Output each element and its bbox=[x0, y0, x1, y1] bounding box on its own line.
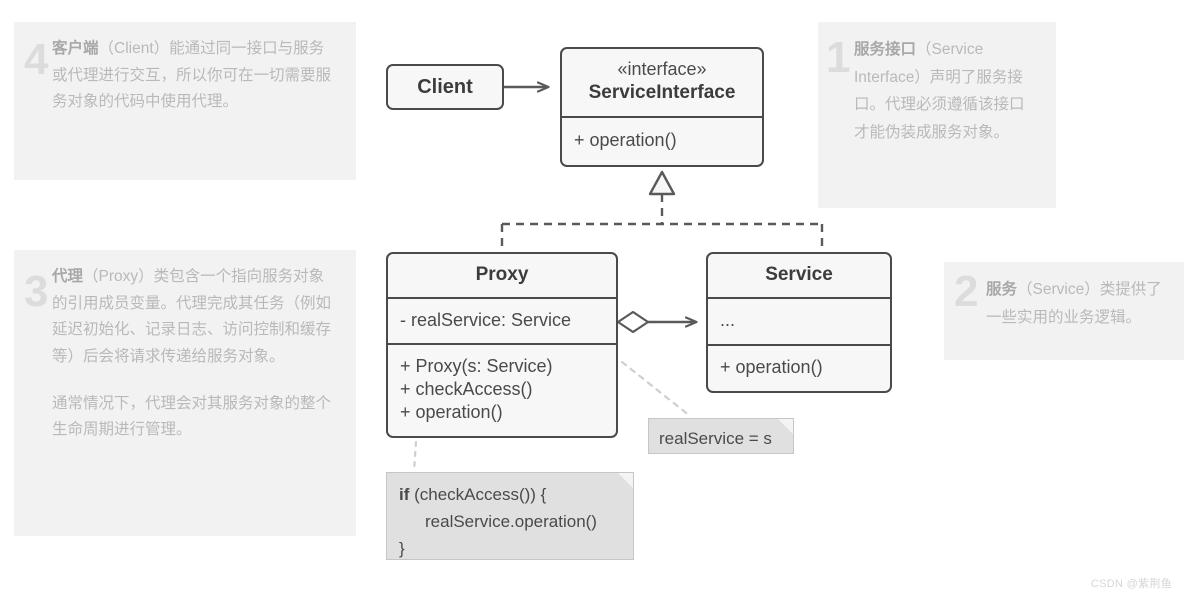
code-line-1: if (checkAccess()) { bbox=[399, 482, 621, 509]
annotation-text: （Service Interface）声明了服务接口。代理必须遵循该接口才能伪装… bbox=[854, 41, 1025, 141]
proxy-operations: + Proxy(s: Service) + checkAccess() + op… bbox=[388, 343, 616, 436]
annotation-text-secondary: 通常情况下，代理会对其服务对象的整个生命周期进行管理。 bbox=[52, 394, 332, 439]
annotation-body: 代理（Proxy）类包含一个指向服务对象的引用成员变量。代理完成其任务（例如延迟… bbox=[52, 264, 338, 444]
annotation-service-interface: 1 服务接口（Service Interface）声明了服务接口。代理必须遵循该… bbox=[818, 22, 1056, 208]
class-name-proxy: Proxy bbox=[475, 264, 529, 285]
annotation-text: （Service）类提供了一些实用的业务逻辑。 bbox=[986, 281, 1162, 326]
class-name-client: Client bbox=[417, 75, 473, 98]
note-assignment[interactable]: realService = s bbox=[648, 418, 794, 454]
annotation-number: 1 bbox=[826, 33, 851, 82]
uml-class-service[interactable]: Service ... + operation() bbox=[706, 252, 892, 393]
annotation-number: 2 bbox=[954, 267, 979, 316]
annotation-service: 2 服务（Service）类提供了一些实用的业务逻辑。 bbox=[944, 262, 1184, 360]
uml-class-proxy[interactable]: Proxy - realService: Service + Proxy(s: … bbox=[386, 252, 618, 438]
operation-item: + operation() bbox=[400, 402, 503, 422]
interface-header: «interface» ServiceInterface bbox=[562, 49, 762, 116]
proxy-attributes: - realService: Service bbox=[388, 297, 616, 343]
watermark: CSDN @紫荆鱼 bbox=[1090, 578, 1172, 590]
annotation-text: （Proxy）类包含一个指向服务对象的引用成员变量。代理完成其任务（例如延迟初始… bbox=[52, 268, 332, 365]
annotation-number: 3 bbox=[24, 267, 49, 316]
operation-item: + operation() bbox=[720, 357, 823, 377]
leader-to-assignment-note bbox=[620, 360, 692, 418]
uml-class-service-interface[interactable]: «interface» ServiceInterface + operation… bbox=[560, 47, 764, 167]
realization-triangle-icon bbox=[648, 170, 676, 196]
stereotype-label: «interface» bbox=[617, 59, 707, 79]
attribute-item: - realService: Service bbox=[400, 310, 572, 330]
annotation-term: 服务接口 bbox=[854, 41, 917, 58]
class-name-service: Service bbox=[765, 264, 833, 285]
service-header: Service bbox=[708, 254, 890, 297]
folded-corner-icon bbox=[778, 419, 793, 434]
annotation-number: 4 bbox=[24, 35, 49, 84]
operation-item: + Proxy(s: Service) bbox=[400, 356, 553, 376]
annotation-client: 4 客户端（Client）能通过同一接口与服务或代理进行交互，所以你可在一切需要… bbox=[14, 22, 356, 180]
note-assignment-text: realService = s bbox=[659, 429, 772, 448]
annotation-text: （Client）能通过同一接口与服务或代理进行交互，所以你可在一切需要服务对象的… bbox=[52, 40, 332, 111]
annotation-term: 代理 bbox=[52, 268, 84, 285]
code-keyword-if: if bbox=[399, 485, 410, 504]
attribute-item: ... bbox=[720, 310, 736, 330]
code-line-3: } bbox=[399, 538, 405, 558]
annotation-body: 服务（Service）类提供了一些实用的业务逻辑。 bbox=[986, 276, 1166, 331]
service-attributes: ... bbox=[708, 297, 890, 344]
operation-item: + operation() bbox=[574, 130, 677, 150]
leader-to-code-note bbox=[412, 440, 418, 473]
note-code-snippet[interactable]: if (checkAccess()) { realService.operati… bbox=[386, 472, 634, 560]
proxy-header: Proxy bbox=[388, 254, 616, 297]
annotation-body: 服务接口（Service Interface）声明了服务接口。代理必须遵循该接口… bbox=[854, 36, 1038, 146]
operation-item: + checkAccess() bbox=[400, 379, 533, 399]
annotation-body: 客户端（Client）能通过同一接口与服务或代理进行交互，所以你可在一切需要服务… bbox=[52, 36, 338, 116]
class-name-service-interface: ServiceInterface bbox=[588, 82, 736, 103]
annotation-term: 客户端 bbox=[52, 40, 99, 57]
folded-corner-icon bbox=[618, 473, 633, 488]
service-operations: + operation() bbox=[708, 344, 890, 391]
wire-realization-tree bbox=[500, 194, 824, 252]
annotation-proxy: 3 代理（Proxy）类包含一个指向服务对象的引用成员变量。代理完成其任务（例如… bbox=[14, 250, 356, 536]
annotation-term: 服务 bbox=[986, 281, 1018, 298]
uml-class-client[interactable]: Client bbox=[386, 64, 504, 110]
code-line-1-rest: (checkAccess()) { bbox=[409, 485, 547, 504]
interface-operations: + operation() bbox=[562, 116, 762, 165]
code-line-2: realService.operation() bbox=[425, 511, 597, 531]
wire-proxy-aggregates-service bbox=[616, 310, 696, 334]
